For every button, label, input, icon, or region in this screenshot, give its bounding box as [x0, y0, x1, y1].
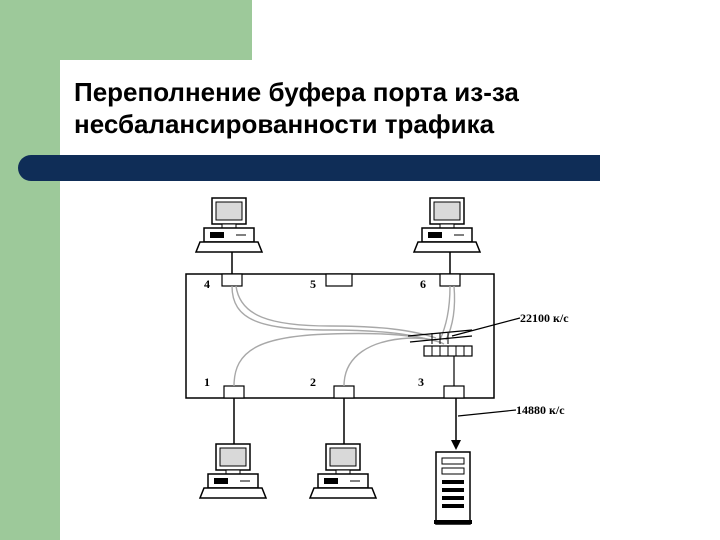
port-label-3: 3	[418, 375, 424, 389]
port-label-6: 6	[420, 277, 426, 291]
port-label-2: 2	[310, 375, 316, 389]
port-label-5: 5	[310, 277, 316, 291]
port-4-connector	[221, 273, 243, 287]
port-1-connector	[223, 385, 245, 399]
rate-label-incoming: 22100 к/с	[520, 311, 569, 325]
workstation-port-6-icon	[413, 197, 481, 253]
decor-rounded-corner	[60, 60, 140, 140]
decor-green-left	[0, 0, 60, 540]
slide-title-line-2: несбалансированности трафика	[74, 109, 495, 139]
slide-title-line-1: Переполнение буфера порта из-за	[74, 77, 519, 107]
workstation-port-1-icon	[199, 443, 267, 499]
server-icon	[434, 451, 472, 525]
slide-title: Переполнение буфера порта из-за несбалан…	[74, 76, 674, 140]
port-5-connector	[325, 273, 353, 287]
rate-label-outgoing: 14880 к/с	[516, 403, 565, 417]
title-underline-bar	[18, 155, 600, 181]
port-label-1: 1	[204, 375, 210, 389]
port-6-connector	[439, 273, 461, 287]
port-2-connector	[333, 385, 355, 399]
port-3-connector	[443, 385, 465, 399]
port-label-4: 4	[204, 277, 210, 291]
workstation-port-4-icon	[195, 197, 263, 253]
workstation-port-2-icon	[309, 443, 377, 499]
port-buffer	[407, 329, 473, 386]
